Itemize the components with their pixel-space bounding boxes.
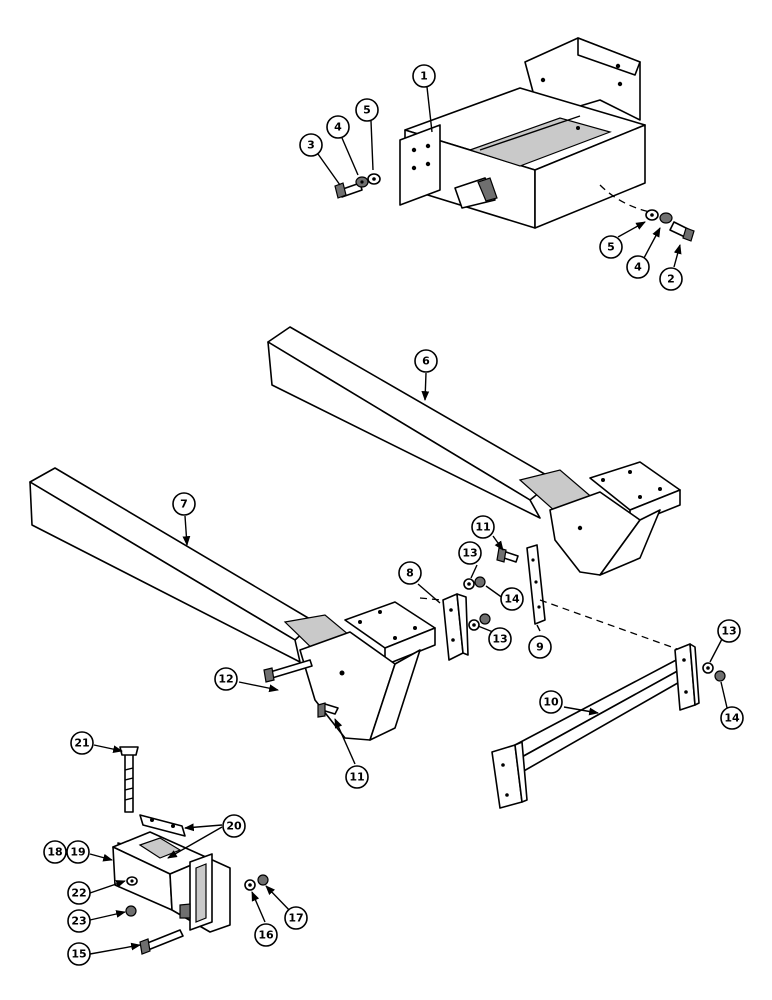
washer-5-lower [645,209,659,221]
callout-23: 23 [67,909,91,933]
washer-16 [244,879,256,891]
callout-7: 7 [172,492,196,516]
bolt-3 [334,182,363,199]
svg-text:18: 18 [47,846,62,859]
callout-20: 20 [222,814,246,838]
svg-text:12: 12 [218,673,233,686]
callout-12: 12 [214,667,238,691]
svg-text:13: 13 [462,547,477,560]
callout-21: 21 [70,731,94,755]
washer-5-upper [367,173,381,185]
callout-13-a: 13 [458,541,482,565]
callout-19: 19 [66,840,90,864]
svg-text:11: 11 [475,521,490,534]
callout-14-c: 14 [720,706,744,730]
bolt-12 [263,659,313,683]
callout-13-c: 13 [717,619,741,643]
callout-15: 15 [67,942,91,966]
bolt-15 [139,929,184,955]
svg-text:7: 7 [180,498,188,511]
callout-14-a: 14 [500,587,524,611]
svg-text:1: 1 [420,70,428,83]
bolt-2 [669,221,695,242]
callout-1: 1 [412,64,436,88]
callout-17: 17 [284,906,308,930]
callout-8: 8 [398,561,422,585]
bolt-11-upper [496,547,519,563]
bolt-11-lower [317,702,339,718]
callout-3: 3 [299,133,323,157]
svg-text:13: 13 [492,633,507,646]
callout-11-lower: 11 [345,765,369,789]
svg-text:17: 17 [288,912,303,925]
callout-13-b: 13 [488,627,512,651]
svg-text:16: 16 [258,929,274,942]
svg-text:14: 14 [724,712,740,725]
callout-9: 9 [528,635,552,659]
callout-5-upper: 5 [355,98,379,122]
u-bolt-21 [119,746,139,813]
callout-18: 18 [43,840,67,864]
svg-text:21: 21 [74,737,89,750]
hitch-block-18-19 [112,831,231,933]
svg-text:4: 4 [334,121,342,134]
nut-13-a [463,578,475,590]
beam-6 [267,326,681,576]
washer-22 [126,876,138,886]
washer-14-a [474,576,486,588]
svg-text:8: 8 [406,567,414,580]
washer-4-lower [659,212,673,224]
washer-14-b [479,613,491,625]
bracket-8 [442,593,469,661]
callout-4-upper: 4 [326,115,350,139]
callout-5-lower: 5 [599,235,623,259]
svg-text:4: 4 [634,261,642,274]
callout-4-lower: 4 [626,255,650,279]
washer-14-c [714,670,726,682]
svg-text:22: 22 [71,887,86,900]
nut-13-b [468,619,480,631]
svg-text:14: 14 [504,593,520,606]
svg-text:15: 15 [71,948,86,961]
callout-22: 22 [67,881,91,905]
callout-16: 16 [254,923,278,947]
svg-text:13: 13 [721,625,736,638]
cross-brace-10 [491,643,700,809]
nut-23 [125,905,137,917]
svg-text:23: 23 [71,915,86,928]
nut-13-c [702,662,714,674]
mounting-frame [399,37,646,229]
svg-text:6: 6 [422,355,430,368]
svg-text:19: 19 [70,846,85,859]
callout-6: 6 [414,349,438,373]
strap-9 [526,544,546,625]
svg-text:5: 5 [607,241,615,254]
svg-text:3: 3 [307,139,315,152]
svg-text:11: 11 [349,771,364,784]
beam-7 [29,467,436,741]
svg-text:2: 2 [667,273,675,286]
svg-text:10: 10 [543,696,559,709]
callout-10: 10 [539,690,563,714]
svg-text:9: 9 [536,641,544,654]
leader-lines [89,86,729,955]
plate-20-upper [139,814,186,837]
svg-text:5: 5 [363,104,371,117]
callout-11-upper: 11 [471,515,495,539]
callout-labels: 1 3 4 5 5 4 2 6 7 11 13 8 14 13 9 13 12 … [43,64,744,966]
nut-17 [257,874,269,886]
washer-4-upper [355,176,369,188]
callout-2: 2 [659,267,683,291]
svg-text:20: 20 [226,820,242,833]
